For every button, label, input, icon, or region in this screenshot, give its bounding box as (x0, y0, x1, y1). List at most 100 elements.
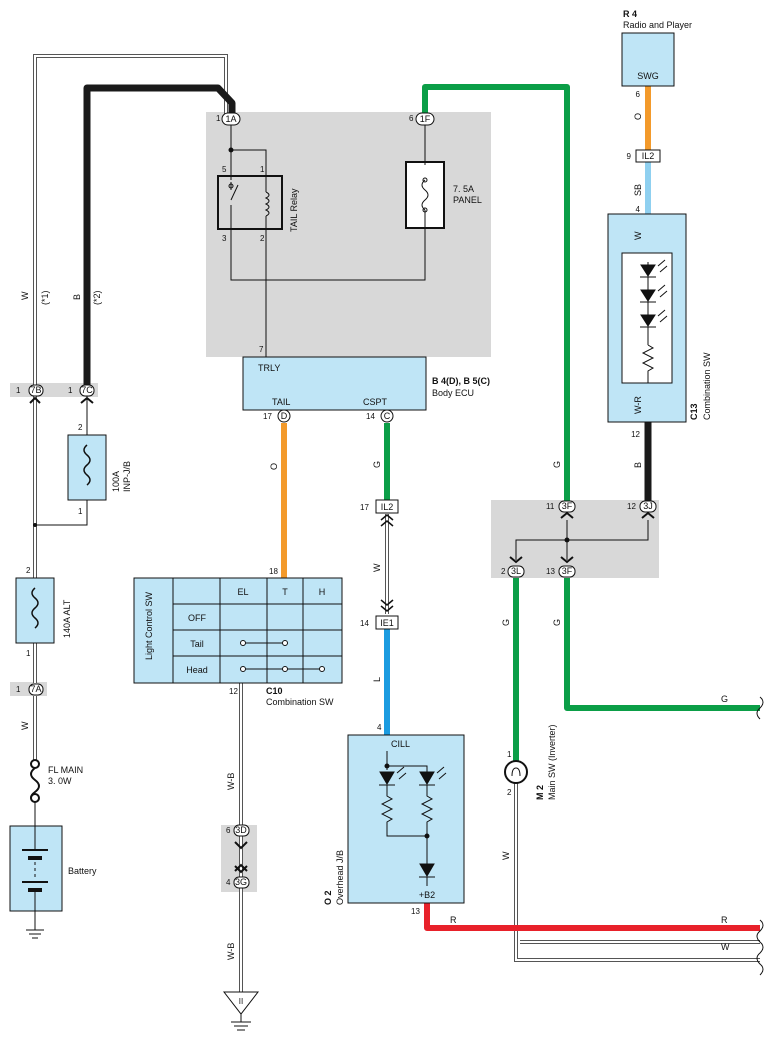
diagram-label: 3D (235, 825, 247, 835)
diagram-label: 17 (360, 503, 369, 512)
diagram-label: 14 (366, 412, 375, 421)
c13-led-icons (640, 259, 668, 383)
diagram-label: 13 (411, 907, 420, 916)
diagram-label: H (319, 587, 326, 597)
diagram-label: W-B (226, 773, 236, 790)
diagram-label: Head (186, 665, 208, 675)
ground-icon (26, 929, 44, 939)
diagram-label: 11 (546, 502, 555, 511)
main-sw-icon (504, 760, 528, 784)
diagram-label: W (721, 942, 730, 952)
diagram-label: 12 (229, 687, 238, 696)
diagram-label: 2 (26, 566, 31, 575)
diagram-label: 3F (562, 501, 573, 511)
wire-black-b (83, 84, 236, 390)
diagram-label: 1 (16, 685, 21, 694)
inp-fuse-box (67, 434, 107, 501)
overhead-led-icons (379, 751, 447, 886)
diagram-label: PANEL (453, 195, 482, 205)
fl-main-fuse-icon (30, 759, 40, 803)
diagram-label: 140A ALT (62, 599, 72, 638)
jb-shaded-region (206, 112, 491, 357)
wire-green-panel (422, 84, 570, 505)
diagram-label: 3 (222, 234, 227, 243)
diagram-label: G (372, 461, 382, 468)
wire-label-o-r4: O (633, 113, 643, 120)
r4-code: R 4 (623, 9, 637, 19)
diagram-label: Tail (190, 639, 204, 649)
wire-break-marks (756, 696, 764, 976)
diagram-label: 2 (260, 234, 265, 243)
diagram-label: 3F (562, 566, 573, 576)
diagram-label: 7A (30, 684, 41, 694)
diagram-label: 5 (222, 165, 227, 174)
wire-label-sb: SB (633, 184, 643, 196)
diagram-label: II (239, 997, 243, 1006)
tail-relay-icon (217, 125, 426, 357)
alt-fuse-box (15, 577, 55, 644)
ground-symbol-ii (222, 991, 260, 1031)
diagram-label: 14 (360, 619, 369, 628)
junction-arrow-icons (509, 511, 655, 564)
overhead-jb-box (347, 734, 465, 904)
diagram-label: G (501, 619, 511, 626)
diagram-label: 1 (68, 386, 73, 395)
r4-name: Radio and Player (623, 20, 692, 30)
conn-1f: 1F (420, 114, 431, 124)
conn-1a: 1A (225, 114, 236, 124)
diagram-label: TRLY (258, 363, 280, 373)
diagram-label: IL2 (381, 502, 394, 512)
c10-code: C10 (266, 686, 283, 696)
diagram-label: (*1) (40, 290, 50, 305)
diagram-label: CILL (391, 739, 410, 749)
o2-code: O 2 (323, 890, 333, 905)
diagram-label: W (633, 231, 643, 240)
diagram-label: 2 (507, 788, 512, 797)
light-control-sw-label: Light Control SW (144, 591, 154, 660)
m2-code: M 2 (535, 785, 545, 800)
diagram-label: 100A (111, 471, 121, 492)
tail-relay-label: TAIL Relay (289, 188, 299, 232)
diagram-label: G (552, 461, 562, 468)
connector-arrow-icons (29, 396, 94, 404)
diagram-label: 2 (501, 567, 506, 576)
diagram-label: EL (237, 587, 248, 597)
diagram-label: G (721, 694, 728, 704)
connector-shade-3 (491, 500, 659, 578)
body-ecu-code: B 4(D), B 5(C) (432, 376, 490, 386)
diagram-label: 1 (16, 386, 21, 395)
diagram-label: 7. 5A (453, 184, 474, 194)
body-ecu-box (242, 356, 427, 411)
m2-name: Main SW (Inverter) (547, 724, 557, 800)
diagram-label: 3. 0W (48, 776, 72, 786)
diagram-label: +B2 (419, 890, 435, 900)
diagram-label: (*2) (92, 290, 102, 305)
diagram-label: IE1 (380, 618, 394, 628)
wire-red (424, 903, 760, 931)
diagram-label: TAIL (272, 397, 290, 407)
conn-il2-top-id: IL2 (642, 151, 655, 161)
diagram-label: 12 (627, 502, 636, 511)
diagram-label: D (281, 411, 288, 421)
diagram-label: W (372, 563, 382, 572)
battery-box (9, 825, 63, 912)
diagram-label: T (282, 587, 288, 597)
diagram-label: W (20, 291, 30, 300)
connector-chevron-icons (234, 841, 248, 874)
c10-name: Combination SW (266, 697, 334, 707)
o2-name: Overhead J/B (335, 850, 345, 905)
diagram-label: 3L (511, 566, 521, 576)
r4-terminal: SWG (637, 71, 659, 81)
r4-pin: 6 (636, 90, 641, 99)
diagram-label: 7 (259, 345, 264, 354)
diagram-label: 4 (226, 878, 231, 887)
diagram-label: R (450, 915, 457, 925)
diagram-label: 1 (216, 114, 221, 123)
diagram-label: R (721, 915, 728, 925)
conn-il2-top-num: 9 (627, 152, 632, 161)
diagram-label: 17 (263, 412, 272, 421)
diagram-label: O (269, 463, 279, 470)
diagram-label: G (552, 619, 562, 626)
diagram-label: CSPT (363, 397, 388, 407)
